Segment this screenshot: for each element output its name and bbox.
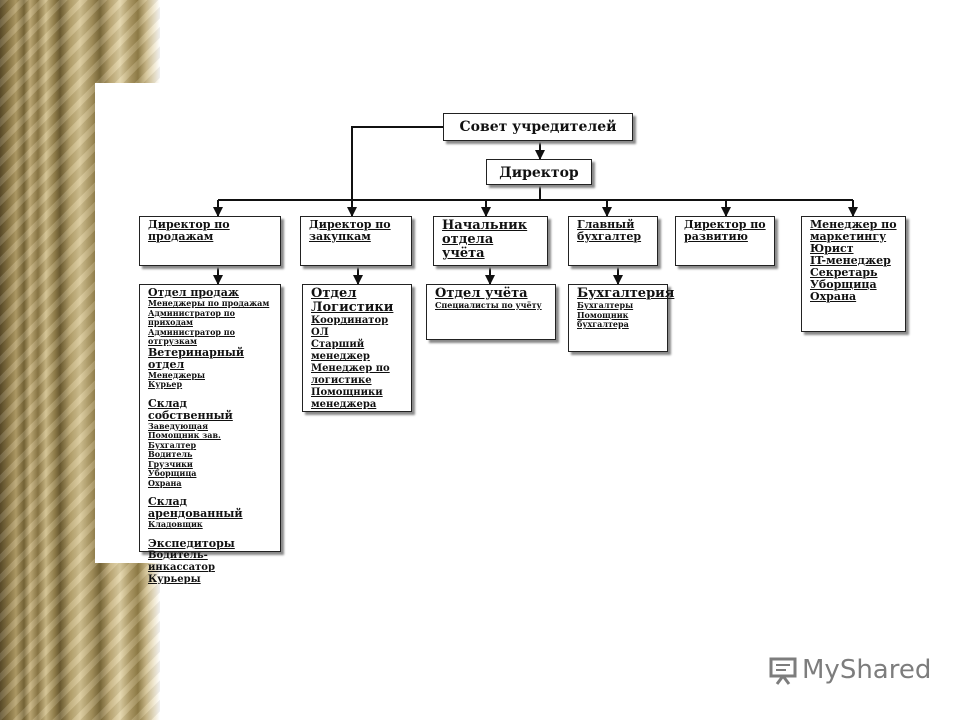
dept-title: Отдел продаж xyxy=(148,286,239,299)
dept-item: Уборщица xyxy=(148,468,197,478)
myshared-logo: MyShared xyxy=(768,655,931,685)
dept-item: Менеджеры по продажам xyxy=(148,298,270,308)
staff-item: Уборщица xyxy=(810,278,877,291)
dept-item: Охрана xyxy=(148,477,182,488)
staff-item: Секретарь xyxy=(810,266,878,279)
dept-title: Ветеринарный отдел xyxy=(148,345,245,371)
founders-box: Совет учредителей xyxy=(443,113,633,141)
director-box: Директор xyxy=(486,159,592,185)
accounting-head-box: Начальник отдела учёта xyxy=(433,216,548,266)
dept-item: Кладовщик xyxy=(148,519,203,529)
dept-item: Бухгалтер xyxy=(148,439,197,450)
dept-item: Грузчики xyxy=(148,458,193,469)
connector-founders-purchasing xyxy=(347,126,443,217)
bookkeeping-box: Бухгалтерия Бухгалтеры Помощник бухгалте… xyxy=(568,284,675,352)
manager-title: Директор по продажам xyxy=(148,218,230,243)
dept-item: Помощник бухгалтера xyxy=(577,309,629,329)
dept-item: Водитель-инкассатор xyxy=(148,549,215,573)
dept-title: Склад собственный xyxy=(148,396,233,422)
chief-accountant-box: Главный бухгалтер xyxy=(568,216,658,266)
sales-director-box: Директор по продажам xyxy=(139,216,281,266)
logistics-box: Отдел Логистики Координатор ОЛ Старший м… xyxy=(302,284,412,412)
dept-item: Координатор ОЛ xyxy=(311,315,389,338)
dept-item: Старший менеджер xyxy=(311,339,370,362)
dept-item: Помощник зав. xyxy=(148,430,221,440)
sales-departments-box: Отдел продаж Менеджеры по продажам Админ… xyxy=(139,284,281,585)
staff-box: Менеджер по маркетингу Юрист IT-менеджер… xyxy=(801,216,906,332)
dept-title: Отдел учёта xyxy=(435,286,528,301)
dept-item: Помощники менеджера xyxy=(311,387,383,410)
staff-item: Юрист xyxy=(810,242,854,255)
dept-item: Бухгалтеры xyxy=(577,300,634,310)
presentation-board-icon xyxy=(769,657,797,685)
staff-item: Охрана xyxy=(810,290,857,303)
manager-title: Директор по развитию xyxy=(684,218,766,243)
dept-item: Заведующая xyxy=(148,420,209,431)
dept-item: Менеджеры xyxy=(148,369,206,380)
dept-item: Администратор по приходам xyxy=(148,307,235,327)
dept-title: Экспедиторы xyxy=(148,536,235,550)
dept-title: Склад арендованный xyxy=(148,495,243,520)
manager-title: Начальник отдела учёта xyxy=(442,218,528,261)
dept-title: Бухгалтерия xyxy=(577,286,675,301)
dept-item: Курьер xyxy=(148,379,183,389)
dept-item: Водитель xyxy=(148,449,193,459)
staff-item: IT-менеджер xyxy=(810,254,891,267)
dept-title: Отдел Логистики xyxy=(311,286,394,315)
staff-item: Менеджер по маркетингу xyxy=(810,218,897,243)
dept-item: Менеджер по логистике xyxy=(311,363,390,386)
dept-item: Специалисты по учёту xyxy=(435,300,542,310)
manager-title: Директор по закупкам xyxy=(309,218,391,243)
development-director-box: Директор по развитию xyxy=(675,216,775,266)
manager-title: Главный бухгалтер xyxy=(577,218,642,243)
logo-text: MyShared xyxy=(802,655,932,685)
purchasing-director-box: Директор по закупкам xyxy=(300,216,412,266)
director-title: Директор xyxy=(499,165,579,181)
founders-title: Совет учредителей xyxy=(459,119,617,135)
accounting-dept-box: Отдел учёта Специалисты по учёту xyxy=(426,284,556,340)
dept-item: Курьеры xyxy=(148,573,201,585)
dept-item: Администратор по отгрузкам xyxy=(148,326,235,346)
